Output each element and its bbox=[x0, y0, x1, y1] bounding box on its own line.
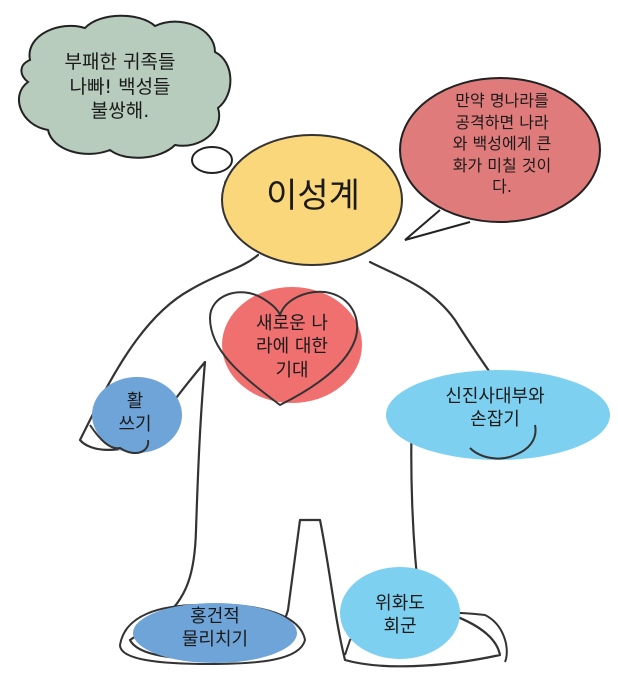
head bbox=[221, 134, 403, 266]
left-hand-text: 활 쓰기 bbox=[118, 391, 152, 436]
speech-bubble bbox=[399, 77, 601, 223]
speech-bubble-tail bbox=[404, 209, 471, 241]
right-hand-outline bbox=[469, 424, 537, 460]
foot-left-outline bbox=[118, 603, 307, 666]
thought-bubble bbox=[18, 14, 232, 159]
right-foot-text: 위화도 회군 bbox=[375, 593, 425, 638]
page-title: 이성계 bbox=[266, 176, 360, 216]
left-hand-fill bbox=[92, 377, 182, 453]
left-foot-text: 홍건적 물리치기 bbox=[181, 606, 249, 651]
thought-tail-large bbox=[191, 146, 233, 174]
right-foot-fill bbox=[340, 567, 460, 659]
left-foot-fill bbox=[133, 603, 297, 663]
speech-bubble-text: 만약 명나라를 공격하면 나라 와 백성에게 큰 화가 미칠 것이 다. bbox=[452, 91, 552, 197]
right-hand-fill bbox=[386, 370, 610, 460]
left-hand-outline bbox=[89, 424, 150, 455]
heart-outline bbox=[208, 290, 359, 407]
thought-bubble-text: 부패한 귀족들 나빠! 백성들 불쌍해. bbox=[64, 51, 176, 123]
heart-fill bbox=[222, 287, 362, 403]
right-hand-text: 신진사대부와 손잡기 bbox=[445, 386, 545, 431]
heart-text: 새로운 나 라에 대한 기대 bbox=[256, 313, 328, 381]
